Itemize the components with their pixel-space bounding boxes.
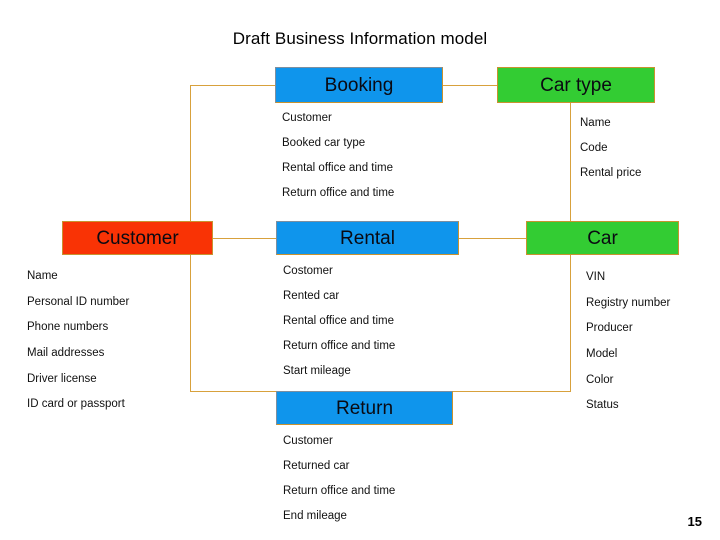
connector-return-to-car-horizontal [453, 391, 571, 392]
entity-rental[interactable]: Rental [276, 221, 459, 255]
entity-car-title: Car [587, 227, 618, 249]
list-item: Customer [283, 435, 333, 447]
list-item: Customer [282, 112, 332, 124]
entity-car[interactable]: Car [526, 221, 679, 255]
entity-customer-attributes: Name Personal ID number Phone numbers Ma… [27, 270, 130, 411]
list-item: Producer [586, 322, 633, 335]
list-item: Rental office and time [283, 315, 395, 328]
connector-booking-to-cartype [443, 85, 497, 86]
list-item: Costomer [283, 265, 333, 277]
connector-rental-to-car [459, 238, 526, 239]
connector-cartype-to-car [570, 102, 571, 221]
list-item: Status [586, 399, 619, 412]
list-item: Code [580, 142, 608, 155]
list-item: Rental office and time [282, 162, 394, 175]
entity-rental-title: Rental [340, 227, 395, 249]
list-item: Return office and time [283, 340, 396, 353]
list-item: Registry number [586, 296, 671, 309]
connector-customer-to-return-vertical [190, 255, 191, 391]
entity-car-attributes: VIN Registry number Producer Model Color… [586, 271, 671, 412]
list-item: Phone numbers [27, 321, 109, 334]
list-item: Booked car type [282, 137, 366, 150]
list-item: Returned car [283, 460, 350, 473]
list-item: Driver license [27, 372, 97, 385]
connector-return-to-car-vertical [570, 255, 571, 392]
entity-car-type-attributes: Name Code Rental price [580, 117, 642, 180]
list-item: Personal ID number [27, 295, 130, 308]
connector-booking-to-customer-vertical [190, 85, 191, 223]
entity-customer[interactable]: Customer [62, 221, 213, 255]
list-item: Color [586, 373, 614, 386]
list-item: Rented car [283, 290, 340, 303]
entity-booking[interactable]: Booking [275, 67, 443, 103]
entity-return[interactable]: Return [276, 391, 453, 425]
list-item: ID card or passport [27, 398, 125, 411]
list-item: Name [27, 270, 58, 282]
page-title: Draft Business Information model [232, 29, 488, 48]
entity-booking-title: Booking [324, 74, 394, 96]
list-item: Return office and time [282, 187, 395, 200]
connector-customer-to-rental [213, 238, 276, 239]
entity-return-attributes: Customer Returned car Return office and … [283, 435, 396, 523]
entity-return-title: Return [335, 397, 394, 419]
list-item: Name [580, 117, 611, 129]
entity-rental-attributes: Costomer Rented car Rental office and ti… [283, 265, 396, 378]
entity-customer-title: Customer [96, 227, 179, 249]
list-item: Rental price [580, 167, 642, 180]
entity-car-type[interactable]: Car type [497, 67, 655, 103]
connector-booking-to-customer-horizontal [190, 85, 276, 86]
entity-booking-attributes: Customer Booked car type Rental office a… [282, 112, 395, 200]
list-item: Return office and time [283, 485, 396, 498]
list-item: Mail addresses [27, 347, 105, 360]
page-number: 15 [687, 514, 702, 529]
list-item: End mileage [283, 510, 347, 523]
list-item: Model [586, 348, 618, 361]
connector-customer-to-return-horizontal [190, 391, 276, 392]
entity-car-type-title: Car type [540, 74, 612, 96]
list-item: Start mileage [283, 365, 351, 378]
list-item: VIN [586, 271, 606, 283]
